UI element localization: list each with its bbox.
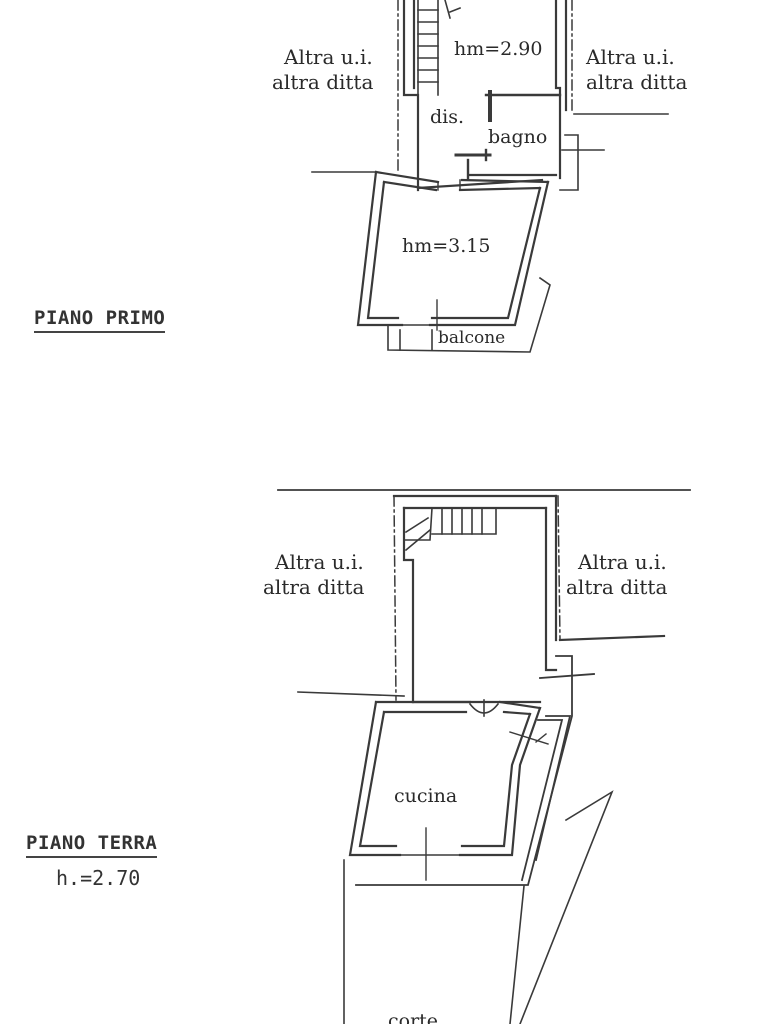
- neighbor-line-2: altra ditta: [566, 575, 668, 599]
- primo-dis-label: dis.: [430, 106, 465, 128]
- neighbor-line-2: altra ditta: [272, 70, 374, 94]
- primo-right-neighbor-lines: [559, 113, 669, 191]
- terra-left-neighbor-line: [297, 691, 405, 697]
- neighbor-line-1: Altra u.i.: [578, 550, 667, 574]
- piano-primo-plan: [311, 0, 669, 353]
- terra-right-strip: [355, 655, 595, 886]
- terra-right-neighbor-label: Altra u.i. altra ditta: [566, 550, 667, 600]
- piano-primo-title: PIANO PRIMO: [34, 307, 166, 333]
- primo-main-room-height: hm=3.15: [402, 235, 491, 257]
- primo-doors: [401, 179, 461, 331]
- terra-right-boundary: [557, 495, 561, 641]
- primo-main-room-walls: [356, 170, 550, 327]
- terra-cucina-openings: [399, 731, 549, 881]
- terra-stair: [403, 507, 497, 552]
- piano-terra-plan: [277, 489, 691, 1024]
- primo-balcone: [387, 276, 551, 353]
- terra-left-neighbor-label: Altra u.i. altra ditta: [263, 550, 364, 600]
- primo-bagno-label: bagno: [488, 126, 548, 148]
- neighbor-line-2: altra ditta: [263, 575, 365, 599]
- neighbor-line-1: Altra u.i.: [586, 45, 675, 69]
- terra-upper-walls: [392, 494, 666, 704]
- piano-terra-title: PIANO TERRA: [26, 832, 158, 858]
- primo-left-neighbor-label: Altra u.i. altra ditta: [272, 45, 373, 95]
- terra-left-boundary: [393, 495, 397, 701]
- terra-corte: [343, 790, 614, 1024]
- primo-stair: [417, 0, 462, 96]
- primo-balcone-label: balcone: [438, 328, 506, 348]
- primo-upper-room-height: hm=2.90: [454, 38, 543, 60]
- neighbor-line-1: Altra u.i.: [284, 45, 373, 69]
- neighbor-line-1: Altra u.i.: [275, 550, 364, 574]
- piano-terra-height: h.=2.70: [56, 866, 141, 890]
- terra-corte-label: corte: [388, 1010, 439, 1024]
- neighbor-line-2: altra ditta: [586, 70, 688, 94]
- piano-primo-title-text: PIANO PRIMO: [34, 307, 166, 333]
- piano-terra-title-text: PIANO TERRA: [26, 832, 158, 858]
- terra-door: [468, 699, 500, 717]
- terra-cucina-walls: [348, 700, 542, 857]
- primo-right-neighbor-label: Altra u.i. altra ditta: [586, 45, 687, 95]
- primo-bathroom-walls: [454, 90, 562, 180]
- terra-cucina-label: cucina: [394, 785, 458, 807]
